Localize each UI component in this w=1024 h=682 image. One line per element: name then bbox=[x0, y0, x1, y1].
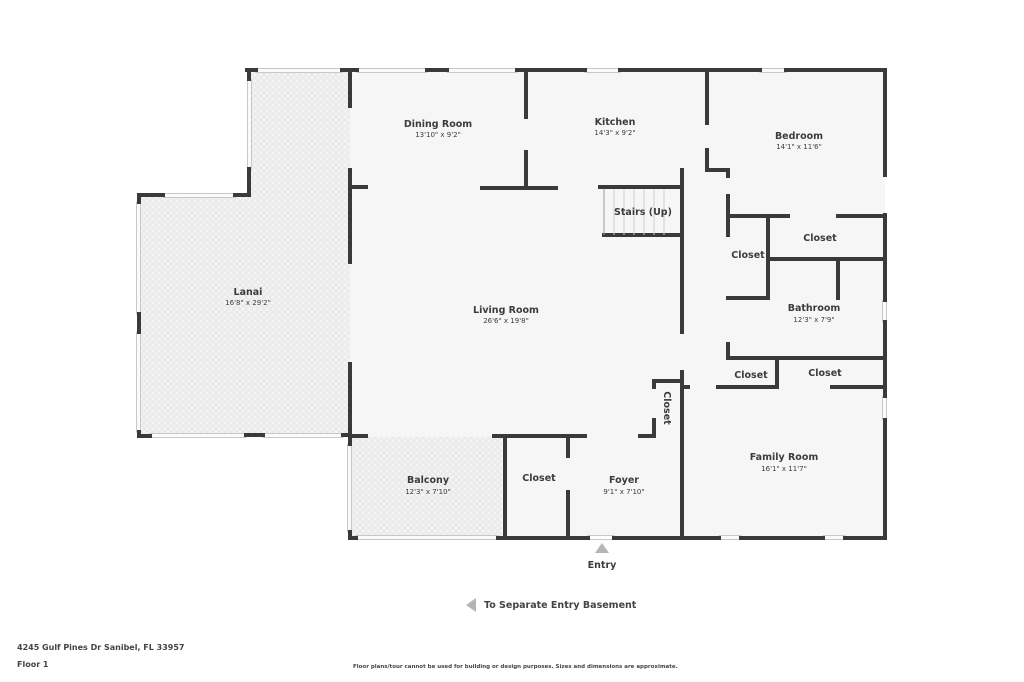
room-closet-foyer: Closet bbox=[522, 473, 556, 484]
svg-text:Closet: Closet bbox=[803, 233, 837, 244]
svg-text:Stairs (Up): Stairs (Up) bbox=[614, 207, 672, 218]
svg-text:Bathroom: Bathroom bbox=[788, 303, 841, 314]
svg-text:9'1" x 7'10": 9'1" x 7'10" bbox=[603, 488, 644, 496]
stair-treads bbox=[603, 189, 665, 235]
svg-text:Living Room: Living Room bbox=[473, 305, 539, 316]
room-foyer: Foyer 9'1" x 7'10" bbox=[603, 475, 644, 496]
property-address: 4245 Gulf Pines Dr Sanibel, FL 33957 bbox=[17, 643, 185, 652]
svg-text:26'6" x 19'8": 26'6" x 19'8" bbox=[483, 317, 529, 325]
entry-arrow-icon bbox=[595, 543, 609, 553]
room-closet-bedroom: Closet bbox=[803, 233, 837, 244]
svg-text:12'3" x 7'9": 12'3" x 7'9" bbox=[793, 316, 834, 324]
disclaimer: Floor plans/tour cannot be used for buil… bbox=[353, 664, 678, 670]
basement-link[interactable]: To Separate Entry Basement bbox=[466, 598, 636, 612]
floor-fills bbox=[139, 71, 885, 538]
entry-marker: Entry bbox=[588, 543, 617, 571]
svg-text:12'3" x 7'10": 12'3" x 7'10" bbox=[405, 488, 451, 496]
svg-text:Kitchen: Kitchen bbox=[595, 117, 636, 128]
svg-text:14'3" x 9'2": 14'3" x 9'2" bbox=[594, 129, 635, 137]
walls bbox=[137, 68, 887, 540]
svg-text:13'10" x 9'2": 13'10" x 9'2" bbox=[415, 131, 461, 139]
svg-text:16'8" x 29'2": 16'8" x 29'2" bbox=[225, 299, 271, 307]
svg-text:Balcony: Balcony bbox=[407, 475, 450, 486]
svg-text:14'1" x 11'6": 14'1" x 11'6" bbox=[776, 143, 822, 151]
room-family-room: Family Room 16'1" x 11'7" bbox=[750, 452, 819, 473]
svg-text:Closet: Closet bbox=[522, 473, 556, 484]
svg-text:Closet: Closet bbox=[808, 368, 842, 379]
svg-text:Bedroom: Bedroom bbox=[775, 131, 823, 142]
svg-text:Entry: Entry bbox=[588, 560, 617, 571]
room-stairs: Stairs (Up) bbox=[614, 207, 672, 218]
room-balcony: Balcony 12'3" x 7'10" bbox=[405, 475, 451, 496]
room-closet-foyer-side: Closet bbox=[661, 391, 672, 425]
svg-text:Dining Room: Dining Room bbox=[404, 119, 472, 130]
floor-label: Floor 1 bbox=[17, 660, 49, 669]
basement-link-label: To Separate Entry Basement bbox=[484, 599, 637, 611]
room-closet-bath-left: Closet bbox=[734, 370, 768, 381]
left-arrow-icon bbox=[466, 598, 476, 612]
svg-text:16'1" x 11'7": 16'1" x 11'7" bbox=[761, 465, 807, 473]
room-closet-hall: Closet bbox=[731, 250, 765, 261]
svg-text:Lanai: Lanai bbox=[234, 287, 263, 298]
room-closet-bath-right: Closet bbox=[808, 368, 842, 379]
room-bathroom: Bathroom 12'3" x 7'9" bbox=[788, 303, 841, 324]
svg-text:Closet: Closet bbox=[661, 391, 672, 425]
svg-text:Family Room: Family Room bbox=[750, 452, 819, 463]
svg-text:Foyer: Foyer bbox=[609, 475, 639, 486]
svg-text:Closet: Closet bbox=[734, 370, 768, 381]
svg-text:Closet: Closet bbox=[731, 250, 765, 261]
